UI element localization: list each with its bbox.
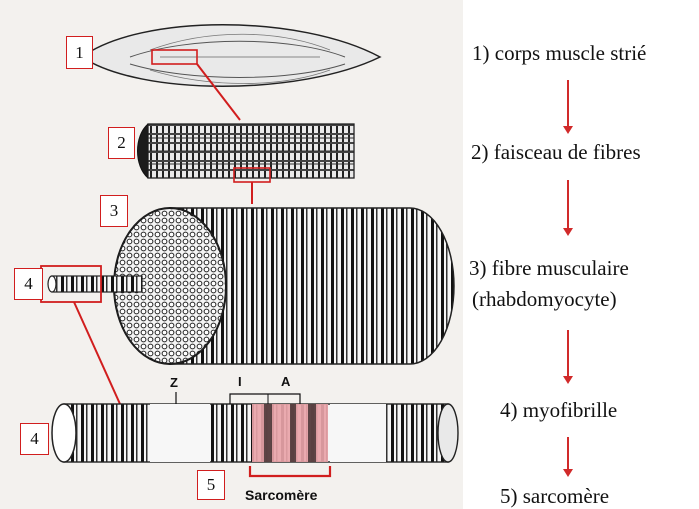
step-5-label: 5) sarcomère — [500, 484, 609, 509]
muscle-fibre-drawing — [114, 208, 454, 364]
marker-3: 3 — [100, 195, 128, 227]
arrow-down-4 — [563, 437, 573, 477]
sarcomere-caption: Sarcomère — [245, 487, 318, 503]
z-band-label: Z — [170, 375, 178, 390]
a-band-label: A — [281, 374, 291, 389]
step-3-label: 3) fibre musculaire — [469, 256, 629, 281]
step-2-label: 2) faisceau de fibres — [471, 140, 641, 165]
marker-4-top: 4 — [14, 268, 43, 300]
marker-2: 2 — [108, 127, 135, 159]
step-1-label: 1) corps muscle strié — [472, 41, 646, 66]
step-3-sublabel: (rhabdomyocyte) — [472, 287, 617, 312]
marker-1: 1 — [66, 36, 93, 69]
arrow-down-1 — [563, 80, 573, 134]
i-band-label: I — [238, 374, 242, 389]
marker-5: 5 — [197, 470, 225, 500]
step-4-label: 4) myofibrille — [500, 398, 617, 423]
arrow-down-2 — [563, 180, 573, 236]
arrow-down-3 — [563, 330, 573, 384]
marker-4-bottom: 4 — [20, 423, 49, 455]
